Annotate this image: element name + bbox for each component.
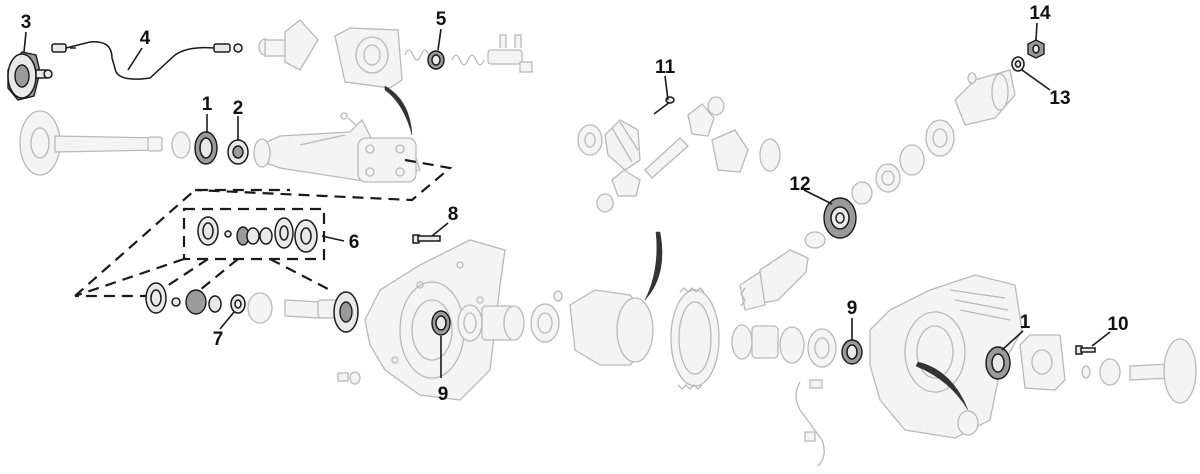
- part-9-bearing-left: [431, 310, 451, 336]
- part-9-bearing-right: [841, 339, 863, 365]
- callout-10: 10: [1107, 314, 1128, 335]
- dashed-outline: [74, 158, 453, 298]
- gear-set-left-ghost: [247, 292, 341, 324]
- callout-9-left: 9: [438, 384, 449, 405]
- part-1-seal-left: [194, 131, 218, 165]
- callout-1-right: 1: [1020, 312, 1031, 333]
- part-14-nut: [1027, 39, 1045, 59]
- callout-labels: 3 4 1 2 5 6 7 8 9 10 11 12 13 14 1 9: [21, 3, 1129, 405]
- carrier-housing-right-ghost: [869, 274, 1023, 439]
- callout-11: 11: [655, 57, 676, 78]
- axle-shaft-ghost: [19, 110, 191, 176]
- part-4-hose: [51, 41, 243, 80]
- part-2-bearing: [227, 139, 249, 165]
- detail-swoosh-right: [915, 361, 969, 411]
- callout-4: 4: [140, 28, 151, 49]
- top-cluster-ghost: [258, 19, 533, 89]
- callout-5: 5: [436, 9, 447, 30]
- callout-12: 12: [789, 174, 810, 195]
- vent-hose-ghost: [795, 379, 825, 467]
- part-1-seal-right: [985, 346, 1011, 380]
- bearing-chain-ghost: [457, 290, 563, 343]
- callout-7: 7: [213, 329, 224, 350]
- part-5-seal: [427, 50, 445, 70]
- part-12-bearing: [823, 197, 857, 239]
- part-13-washer: [1011, 56, 1025, 72]
- pinion-ghost: [739, 231, 826, 311]
- callout-8: 8: [448, 204, 459, 225]
- pinion-bearings-ghost: [851, 69, 1016, 205]
- detail-swoosh-mid: [644, 231, 663, 301]
- differential-ghost: [569, 287, 720, 390]
- callout-3: 3: [21, 12, 32, 33]
- part-7-gear-set: [145, 282, 246, 315]
- bearing-chain-right-ghost: [731, 324, 837, 368]
- part-3-vacuum-motor: [7, 51, 53, 101]
- callout-6: 6: [349, 232, 360, 253]
- detail-swoosh-upper: [384, 85, 413, 136]
- part-10-bolt: [1075, 345, 1096, 355]
- callout-14: 14: [1029, 3, 1051, 24]
- axle-right-ghost: [1019, 334, 1197, 404]
- shift-plate: [333, 291, 359, 333]
- spider-gears-ghost: [577, 96, 781, 213]
- part-11-pin: [653, 96, 675, 115]
- part-8-bolt: [412, 234, 441, 244]
- callout-2: 2: [233, 98, 244, 119]
- leader-lines: [23, 22, 1111, 378]
- callout-13: 13: [1049, 88, 1070, 109]
- axle-tube-ghost: [253, 112, 421, 183]
- part-6-shift-kit: [197, 216, 318, 253]
- callout-9-right: 9: [847, 298, 858, 319]
- callout-1-left: 1: [202, 94, 213, 115]
